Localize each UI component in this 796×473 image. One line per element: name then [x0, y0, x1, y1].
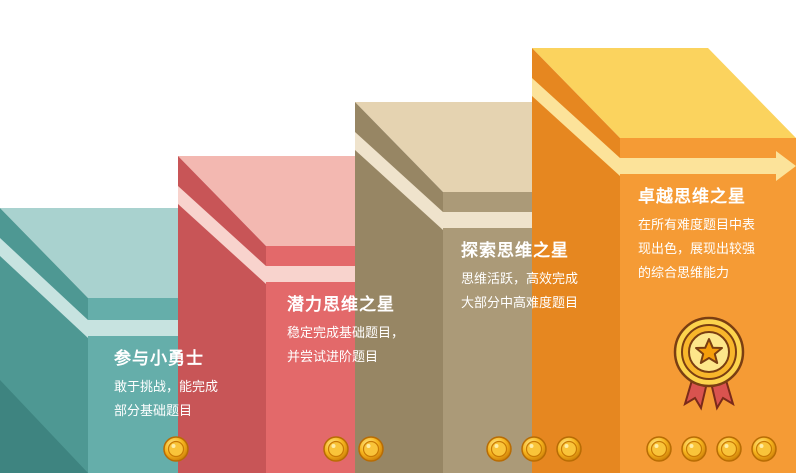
step-3-coins	[486, 436, 582, 462]
gold-coin-icon	[163, 436, 189, 462]
step-3-text: 探索思维之星 思维活跃，高效完成 大部分中高难度题目	[461, 240, 578, 316]
step-4-desc-line: 在所有难度题目中表	[638, 218, 756, 233]
step-stripe	[0, 238, 88, 338]
step-4-coins	[646, 436, 777, 462]
step-4-desc-line: 现出色，展现出较强	[638, 242, 756, 257]
step-stripe	[355, 132, 443, 230]
gold-coin-icon	[716, 436, 742, 462]
step-4-description: 在所有难度题目中表 现出色，展现出较强 的综合思维能力	[638, 214, 755, 286]
step-3-description: 思维活跃，高效完成 大部分中高难度题目	[461, 268, 578, 316]
step-3-title: 探索思维之星	[461, 241, 569, 261]
step-stripe	[532, 78, 620, 176]
step-1-desc-line: 部分基础题目	[114, 404, 193, 419]
step-1-desc-line: 敢于挑战，能完成	[114, 380, 219, 395]
arrow-right-icon	[620, 151, 796, 181]
gold-coin-icon	[751, 436, 777, 462]
step-1-coins	[163, 436, 189, 462]
star-medal-icon	[673, 316, 745, 411]
step-shadow	[0, 380, 88, 473]
step-1-description: 敢于挑战，能完成 部分基础题目	[114, 376, 218, 424]
step-2-description: 稳定完成基础题目， 并尝试进阶题目	[287, 322, 404, 370]
step-4-title: 卓越思维之星	[638, 187, 746, 207]
gold-coin-icon	[521, 436, 547, 462]
step-3-desc-line: 思维活跃，高效完成	[461, 272, 579, 287]
step-2-title: 潜力思维之星	[287, 295, 395, 315]
gold-coin-icon	[323, 436, 349, 462]
step-block-4	[532, 48, 796, 473]
step-2-text: 潜力思维之星 稳定完成基础题目， 并尝试进阶题目	[287, 294, 404, 370]
gold-coin-icon	[556, 436, 582, 462]
step-2-coins	[323, 436, 384, 462]
step-4-text: 卓越思维之星 在所有难度题目中表 现出色，展现出较强 的综合思维能力	[638, 186, 755, 286]
step-3-desc-line: 大部分中高难度题目	[461, 296, 579, 311]
step-side-face	[178, 156, 266, 473]
gold-coin-icon	[358, 436, 384, 462]
gold-coin-icon	[486, 436, 512, 462]
step-1-title: 参与小勇士	[114, 349, 204, 369]
step-stripe	[178, 186, 266, 284]
step-front-face	[620, 138, 796, 473]
step-2-desc-line: 稳定完成基础题目，	[287, 326, 405, 341]
step-1-text: 参与小勇士 敢于挑战，能完成 部分基础题目	[114, 348, 218, 424]
gold-coin-icon	[681, 436, 707, 462]
step-2-desc-line: 并尝试进阶题目	[287, 350, 379, 365]
gold-coin-icon	[646, 436, 672, 462]
step-4-desc-line: 的综合思维能力	[638, 266, 730, 281]
